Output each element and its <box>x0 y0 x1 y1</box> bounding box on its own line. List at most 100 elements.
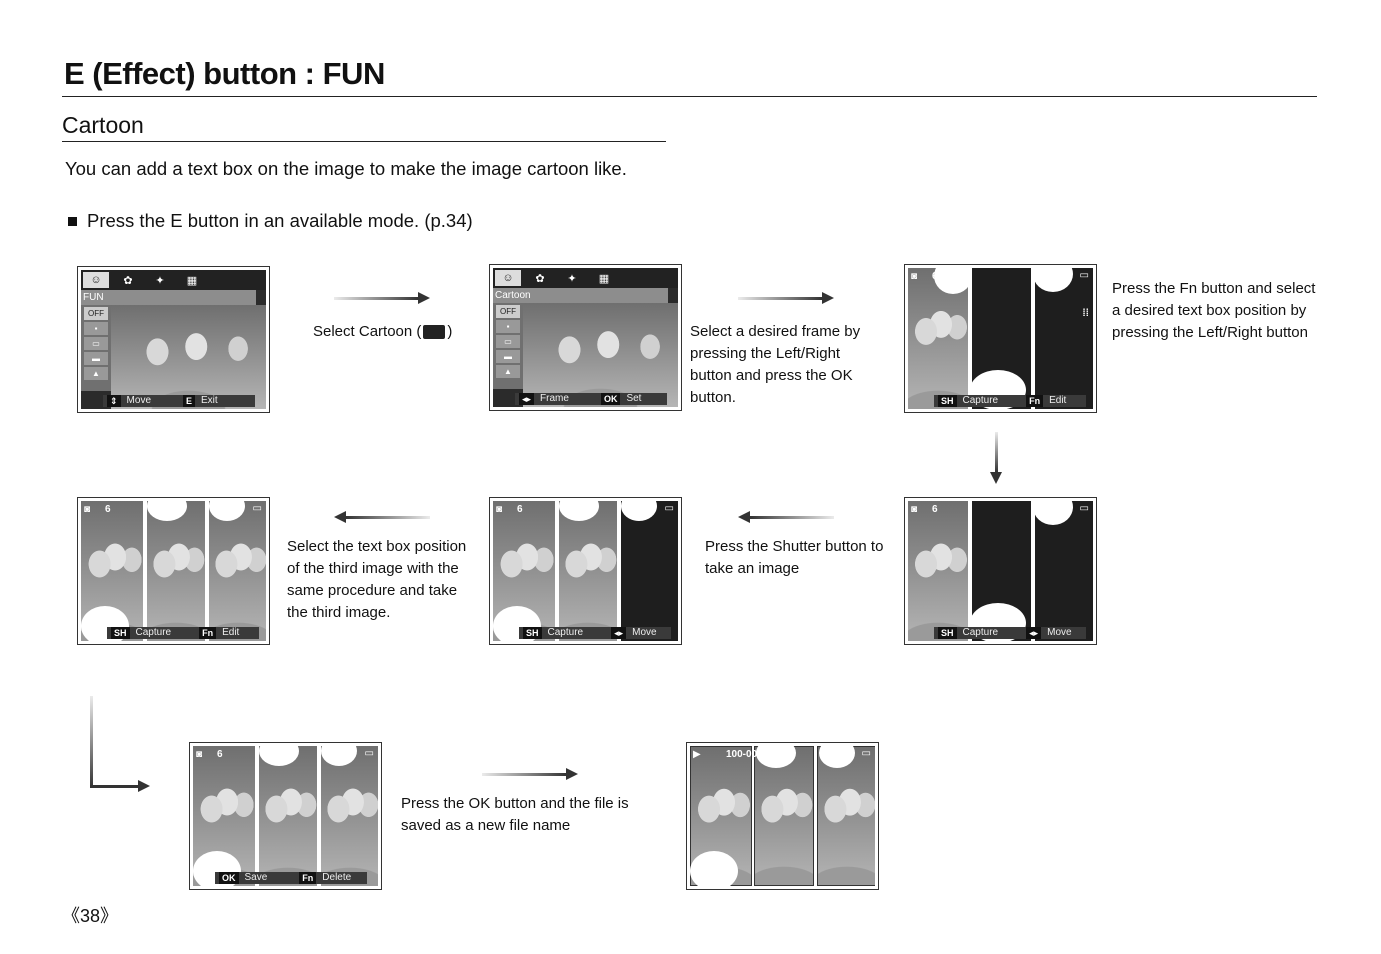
frame-3 <box>207 501 266 641</box>
grid-icon: ⁞⁞ <box>1082 308 1089 319</box>
updown-icon: ⇕ <box>107 395 121 407</box>
shot-count: 6 <box>932 504 938 515</box>
intro-text: You can add a text box on the image to m… <box>65 158 627 179</box>
frame-2 <box>754 746 814 886</box>
guide-label-1: Move <box>126 395 151 406</box>
flow-arrow <box>482 768 578 780</box>
frame-2 <box>145 501 207 641</box>
guide-label-1: Frame <box>540 393 569 404</box>
camera-mode-icon: ◙ <box>911 504 918 515</box>
frame-1 <box>908 501 970 641</box>
guide-label-1: Save <box>244 872 268 883</box>
speech-bubble <box>147 501 187 521</box>
frame-3 <box>1033 268 1093 409</box>
title-rule <box>62 96 1317 97</box>
option-off: OFF <box>496 305 520 318</box>
speech-bubble <box>209 501 245 521</box>
shot-count: 6 <box>105 504 111 515</box>
shot-count: 6 <box>217 749 223 760</box>
guide-key-2: Fn <box>299 872 317 884</box>
section-rule <box>62 141 666 142</box>
step-select-position: Press the Fn button and select a desired… <box>1112 280 1316 341</box>
guide-key-1: SH <box>111 627 130 639</box>
flow-connector <box>90 696 93 788</box>
speech-bubble <box>259 746 299 766</box>
film-icon: ▦ <box>598 272 610 285</box>
effect-icon: ✦ <box>567 272 577 285</box>
file-number: 100-0010 <box>726 749 769 760</box>
photo <box>111 305 266 409</box>
step-text-end: ) <box>447 323 453 340</box>
speech-bubble <box>690 851 738 886</box>
guide-key-2: OK <box>600 393 621 405</box>
guide-label-2: Move <box>632 627 657 638</box>
battery-icon: ▭ <box>1079 270 1089 281</box>
camera-mode-icon: ◙ <box>911 271 918 282</box>
flow-arrow <box>738 292 834 304</box>
guide-label-2: Edit <box>1049 395 1067 406</box>
guide-label-1: Capture <box>962 395 999 406</box>
button-guide: ⇕ Move E Exit <box>103 395 255 407</box>
guide-label-2: Exit <box>201 395 218 406</box>
speech-bubble <box>621 501 657 521</box>
screen-first-image: ◙ 6 ▭ SH Capture ◂▸ Move <box>904 497 1097 645</box>
cartoon-option-icon: ▪ <box>496 320 520 333</box>
guide-key-1: OK <box>219 872 239 884</box>
button-guide: SH Capture Fn Edit <box>107 627 259 639</box>
battery-icon: ▭ <box>1079 503 1089 514</box>
frame-2 <box>557 501 619 641</box>
mask-option-icon: ▲ <box>496 365 520 378</box>
bullet-square-icon <box>68 216 77 226</box>
smile-icon: ☺ <box>495 270 521 286</box>
film-icon: ▦ <box>186 274 198 287</box>
guide-key-2: E <box>183 395 196 407</box>
frame-3 <box>817 746 875 886</box>
shot-count: 6 <box>517 504 523 515</box>
battery-icon: ▭ <box>861 748 871 759</box>
photo <box>523 303 678 407</box>
guide-key-1: SH <box>523 627 542 639</box>
flow-arrow <box>738 511 834 523</box>
frame-3 <box>1033 501 1093 641</box>
guide-label-2: Delete <box>322 872 352 883</box>
step-save: Press the OK button and the file is save… <box>401 795 629 834</box>
flow-arrow <box>334 511 430 523</box>
play-icon: ▶ <box>693 749 701 760</box>
frame-option-icon: ▭ <box>84 337 108 350</box>
menu-title: Cartoon <box>493 288 668 303</box>
screen-text-position: ◙ 6 ▭ ⁞⁞ SH Capture Fn Edit <box>904 264 1097 413</box>
option-off: OFF <box>84 307 108 320</box>
frame-option-icon: ▭ <box>496 335 520 348</box>
button-guide: OK Save Fn Delete <box>215 872 367 884</box>
step-shutter: Press the Shutter button to take an imag… <box>705 538 884 577</box>
step-select-frame: Select a desired frame by pressing the L… <box>690 323 861 406</box>
screen-save: ◙ 6 ▭ OK Save Fn Delete <box>189 742 382 890</box>
speech-bubble <box>756 746 796 768</box>
effect-icon: ✦ <box>155 274 165 287</box>
guide-key-2: Fn <box>1026 395 1044 407</box>
cartoon-icon <box>423 325 446 340</box>
flow-arrow-down <box>990 432 1002 484</box>
screen-cartoon-menu: ☺ ✿ ✦ ▦ Cartoon OFF ▪ ▭ ▬ ▲ ◂▸ Frame OK … <box>489 264 682 411</box>
frame-2 <box>257 746 319 886</box>
page-number: 《38》 <box>62 906 119 926</box>
split-option-icon: ▬ <box>84 352 108 365</box>
bullet-text: Press the E button in an available mode.… <box>87 210 473 231</box>
shot-count: 6 <box>932 271 938 282</box>
camera-mode-icon: ◙ <box>196 749 203 760</box>
screen-playback: ▶ 100-0010 ▭ <box>686 742 879 890</box>
option-column: OFF ▪ ▭ ▬ ▲ <box>493 303 523 389</box>
screen-third-image: ◙ 6 ▭ SH Capture Fn Edit <box>77 497 270 645</box>
guide-label-1: Capture <box>547 627 584 638</box>
frame-3 <box>619 501 678 641</box>
battery-icon: ▭ <box>664 503 674 514</box>
guide-label-2: Move <box>1047 627 1072 638</box>
camera-mode-icon: ◙ <box>496 504 503 515</box>
menu-tabs: ☺ ✿ ✦ ▦ <box>493 268 678 288</box>
leftright-icon: ◂▸ <box>519 393 535 405</box>
guide-key-1: SH <box>938 395 957 407</box>
page-title: E (Effect) button : FUN <box>64 56 385 91</box>
leftright-icon: ◂▸ <box>1026 627 1042 639</box>
guide-label-2: Edit <box>222 627 240 638</box>
menu-tabs: ☺ ✿ ✦ ▦ <box>81 270 266 290</box>
